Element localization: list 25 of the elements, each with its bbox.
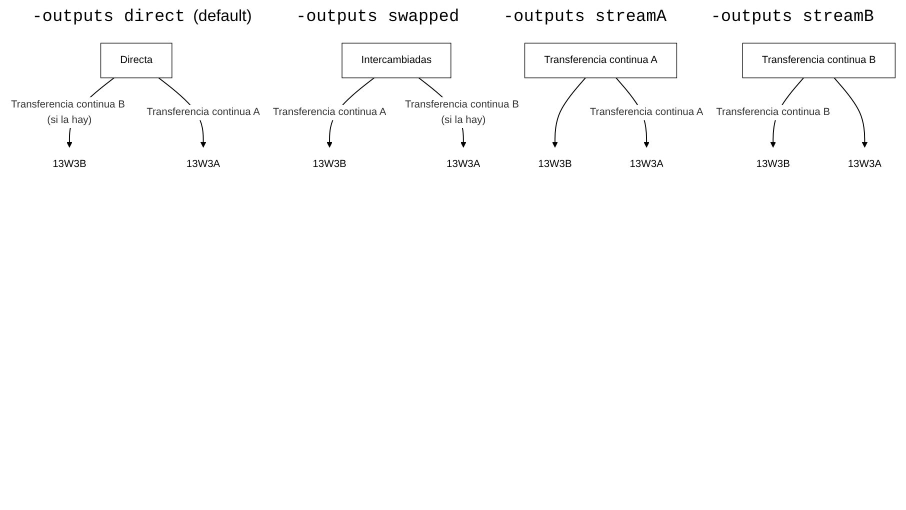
- arrow: [552, 77, 586, 148]
- option-label: -outputs streamB: [710, 8, 874, 27]
- edge-label: Transferencia continua A: [272, 106, 386, 118]
- node-text: 13W3A: [186, 158, 220, 170]
- node-box: Directa: [100, 42, 172, 78]
- node-text: 13W3B: [538, 158, 572, 170]
- option-label: -outputs swapped: [296, 8, 460, 27]
- arrow: [834, 77, 868, 148]
- node-text: 13W3A: [848, 158, 882, 170]
- node-text: 13W3B: [312, 158, 346, 170]
- node-text: 13W3B: [756, 158, 790, 170]
- edge-label: Transferencia continua B: [716, 106, 830, 118]
- node-text: 13W3A: [446, 158, 480, 170]
- node-box: Intercambiadas: [342, 42, 452, 78]
- note-text: (default): [193, 8, 252, 26]
- edge-label: Transferencia continua A: [146, 106, 260, 118]
- edge-label: Transferencia continua A: [590, 106, 704, 118]
- option-label: -outputs direct: [32, 8, 186, 27]
- option-label: -outputs streamA: [503, 8, 667, 27]
- edge-label: Transferencia continua B (si la hay): [11, 99, 125, 126]
- edge-label: Transferencia continua B (si la hay): [404, 99, 519, 126]
- node-text: 13W3A: [630, 158, 664, 170]
- node-text: 13W3B: [52, 158, 86, 170]
- node-box: Transferencia continua A: [524, 42, 678, 78]
- node-box: Transferencia continua B: [742, 42, 896, 78]
